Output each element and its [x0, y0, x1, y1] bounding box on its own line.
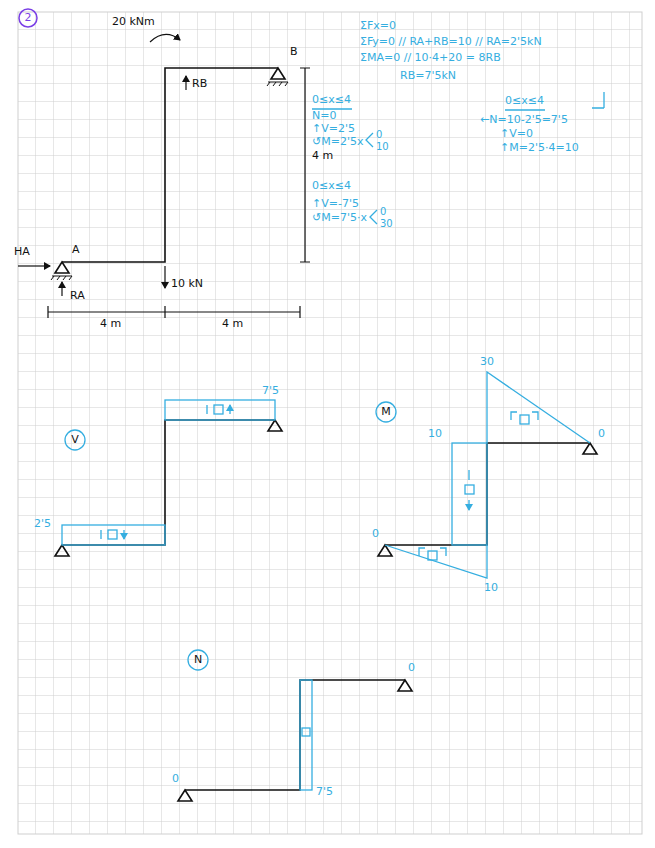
annotation-text: ↺M=7'5·x: [312, 212, 367, 225]
annotation-text: 0: [172, 773, 179, 786]
annotation-text: 0≤x≤4: [312, 180, 351, 193]
annotation-text: 0: [376, 129, 382, 141]
annotation-text: 2: [25, 12, 32, 25]
annotation-text: 10: [376, 141, 389, 153]
annotation-text: ↑V=-7'5: [312, 198, 359, 211]
annotation-text: N=0: [312, 110, 336, 123]
annotation-text: ↑V=2'5: [312, 123, 355, 136]
annotation-text: 0: [380, 206, 386, 218]
annotation-text: ΣFx=0: [360, 20, 396, 33]
annotation-text: A: [72, 244, 80, 257]
annotation-text: N: [194, 654, 202, 667]
annotation-text: ↑M=2'5·4=10: [500, 142, 579, 155]
annotation-text: 10: [484, 582, 498, 595]
annotation-text: ΣMA=0 // 10·4+20 = 8RB: [360, 52, 501, 65]
annotation-text: 4 m: [100, 318, 121, 331]
annotation-text: 30: [380, 218, 393, 230]
annotation-text: ↑V=0: [500, 128, 533, 141]
annotation-text: B: [290, 46, 298, 59]
annotation-text: 0: [372, 528, 379, 541]
annotation-text: 0≤x≤4: [505, 95, 544, 108]
annotation-text: 4 m: [222, 318, 243, 331]
annotation-text: 4 m: [312, 150, 333, 163]
annotation-text: 7'5: [316, 786, 333, 799]
annotation-text: 0: [408, 662, 415, 675]
annotation-text: RB=7'5kN: [400, 70, 456, 83]
annotation-text: 20 kNm: [112, 16, 155, 29]
annotation-text: ←N=10-2'5=7'5: [480, 114, 568, 127]
annotation-text: 7'5: [262, 385, 279, 398]
annotation-text: HA: [14, 246, 30, 259]
annotation-text: 0≤x≤4: [312, 94, 351, 107]
annotation-text: 10 kN: [171, 278, 203, 291]
annotation-text: RA: [70, 290, 85, 303]
annotation-text: ΣFy=0 // RA+RB=10 // RA=2'5kN: [360, 36, 542, 49]
annotation-text: 2'5: [34, 518, 51, 531]
annotation-text: V: [71, 434, 79, 447]
annotation-text: 30: [480, 356, 494, 369]
annotation-text: M: [381, 406, 391, 419]
annotation-text: 10: [428, 428, 442, 441]
annotation-text: RB: [192, 78, 207, 91]
annotation-text: 0: [598, 428, 605, 441]
annotation-text: ↺M=2'5x: [312, 136, 363, 149]
